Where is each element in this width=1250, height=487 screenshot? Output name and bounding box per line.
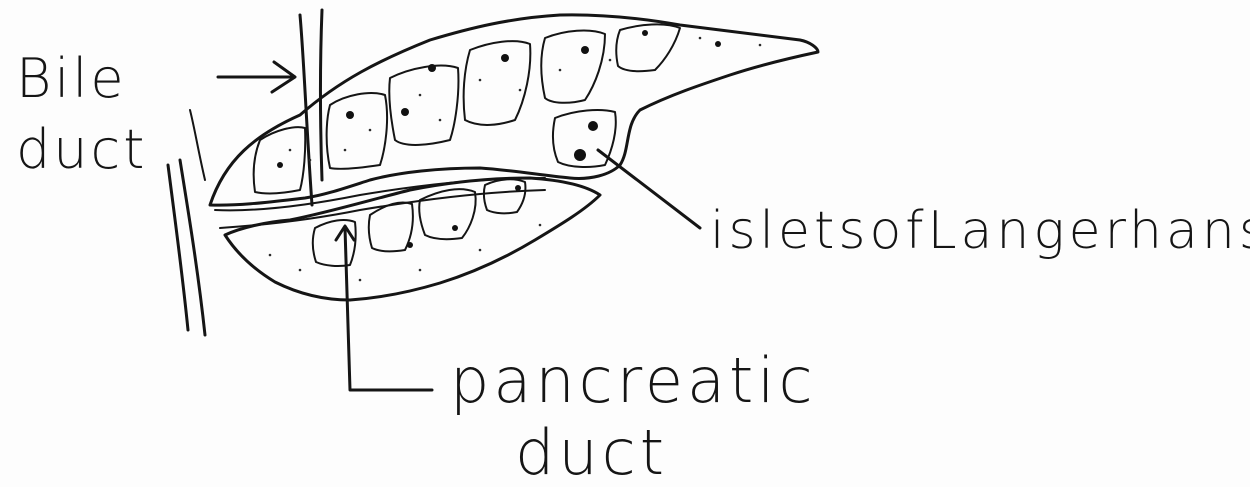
islets-pointer — [598, 150, 700, 228]
bile-duct-walls — [168, 10, 322, 335]
bile-duct-label-line1: Bile — [16, 47, 127, 110]
pancreas-lower-lobe — [225, 178, 600, 300]
pancreatic-duct-label-line2: duct — [515, 416, 668, 487]
islets-of-langerhans-label: isletsofLangerhans — [710, 201, 1250, 261]
bile-duct-label-line2: duct — [16, 118, 147, 181]
pancreatic-duct-label-line1: pancreatic — [450, 344, 817, 417]
bile-duct-arrow — [218, 62, 295, 92]
